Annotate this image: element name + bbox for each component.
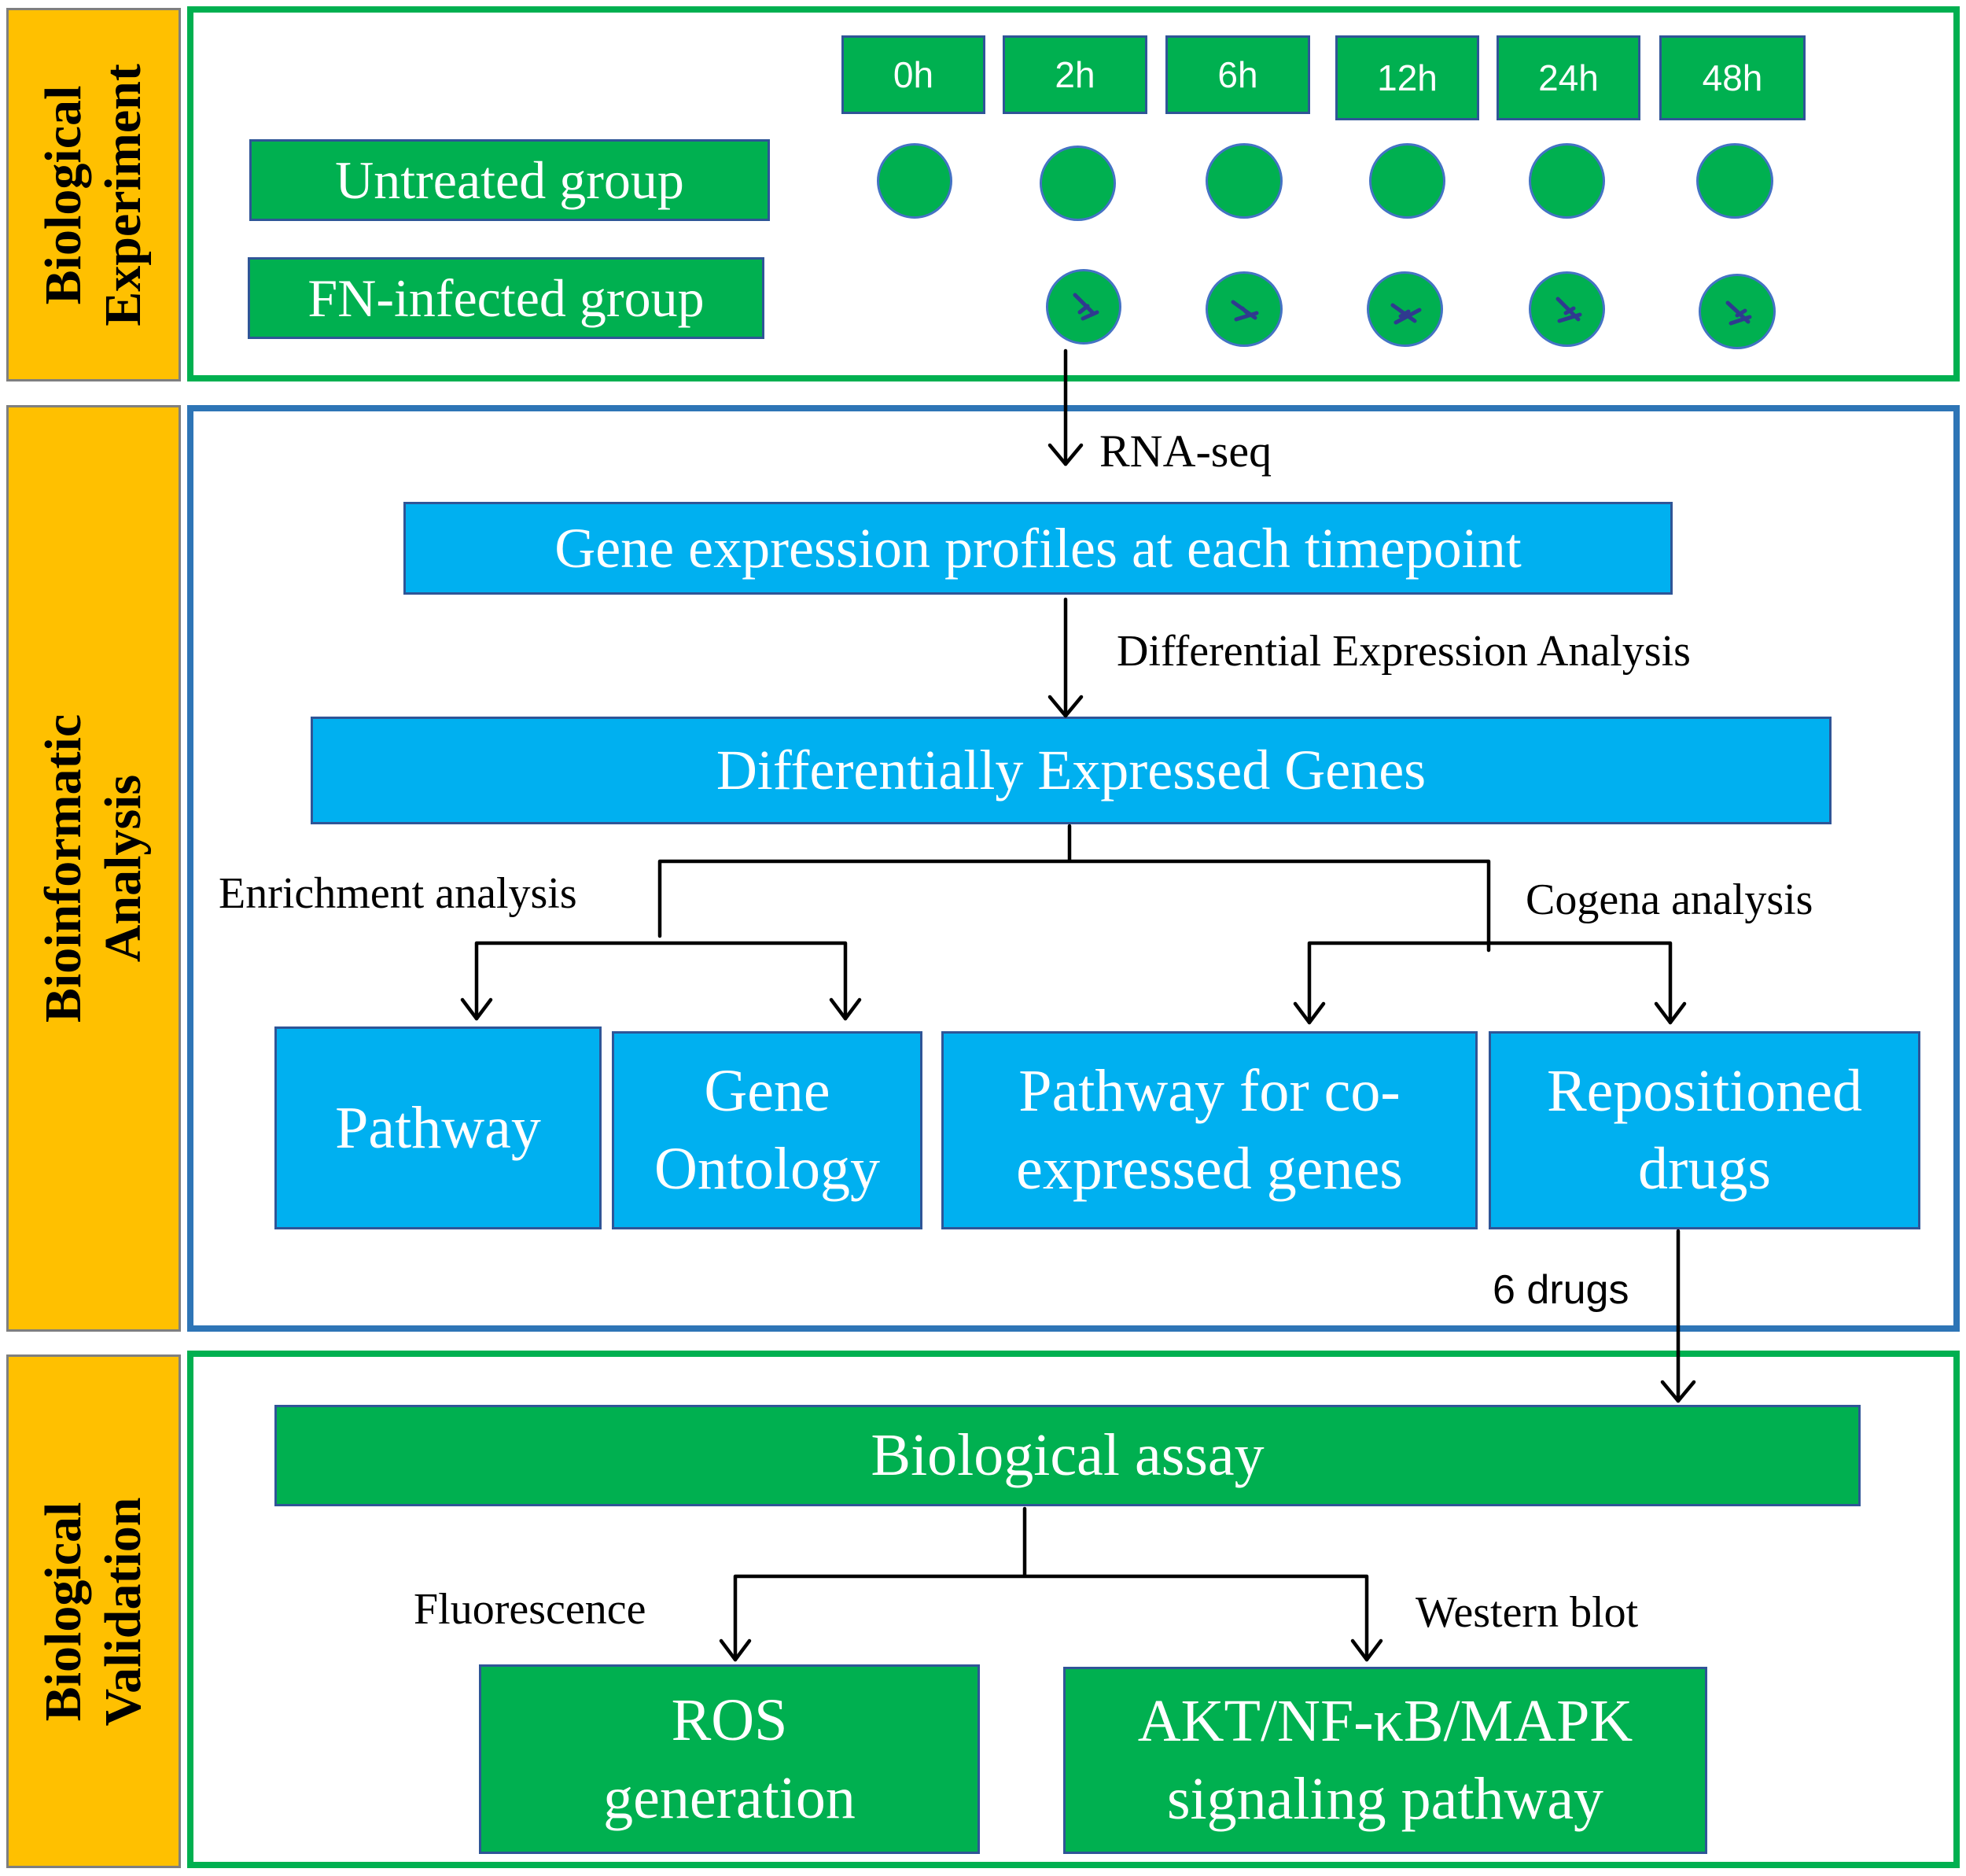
edge-label-western: Western blot — [1416, 1588, 1639, 1637]
arrowhead-akt — [1350, 1638, 1383, 1662]
biological-assay-box: Biological assay — [274, 1405, 1861, 1506]
infected-sample-2h — [1046, 269, 1121, 345]
repositioned-line1: Repositioned — [1546, 1058, 1863, 1125]
gene-ontology-line1: Gene — [704, 1058, 830, 1125]
untreated-sample-6h — [1206, 143, 1283, 219]
timepoint-48h: 48h — [1659, 35, 1806, 120]
pathway-box: Pathway — [274, 1026, 602, 1229]
gene-expression-profiles-box: Gene expression profiles at each timepoi… — [403, 502, 1673, 595]
arrowhead-pathway — [460, 997, 493, 1021]
edge-label-drugs: 6 drugs — [1493, 1267, 1629, 1313]
frame-validation — [187, 1351, 1960, 1868]
enrichment-branch — [474, 941, 848, 1021]
untreated-sample-2h — [1040, 146, 1116, 221]
arrowhead-dea — [1047, 695, 1084, 718]
akt-pathway-box: AKT/NF-κB/MAPK signaling pathway — [1063, 1667, 1707, 1854]
timepoint-12h: 12h — [1335, 35, 1479, 120]
infected-sample-48h — [1699, 274, 1776, 349]
edge-label-cogena: Cogena analysis — [1526, 875, 1813, 924]
untreated-sample-24h — [1529, 143, 1605, 219]
gene-ontology-line2: Ontology — [653, 1136, 881, 1202]
bacterium-icon — [1073, 293, 1099, 321]
untreated-sample-0h — [877, 143, 952, 219]
fn-infected-group-box: FN-infected group — [248, 257, 764, 339]
ros-line1: ROS — [671, 1686, 788, 1753]
untreated-group-box: Untreated group — [249, 139, 770, 221]
ros-line2: generation — [603, 1764, 856, 1831]
bacterium-icon — [1231, 300, 1259, 322]
arrowhead-pathway-coexpressed — [1293, 1001, 1326, 1025]
edge-label-dea: Differential Expression Analysis — [1117, 627, 1691, 676]
infected-sample-12h — [1367, 271, 1443, 347]
timepoint-0h: 0h — [841, 35, 985, 114]
edge-label-fluorescence: Fluorescence — [414, 1585, 646, 1634]
timepoint-6h: 6h — [1165, 35, 1310, 114]
repositioned-line2: drugs — [1638, 1136, 1771, 1202]
frame-analysis — [187, 405, 1960, 1332]
timepoint-24h: 24h — [1497, 35, 1640, 120]
edge-label-enrichment: Enrichment analysis — [219, 869, 577, 918]
untreated-sample-12h — [1369, 143, 1445, 219]
arrowhead-rnaseq — [1047, 443, 1084, 466]
pathway-coexpressed-box: Pathway for co-expressed genes — [941, 1031, 1478, 1229]
pathway-coexpressed-line2: expressed genes — [1016, 1136, 1403, 1202]
timepoint-2h: 2h — [1003, 35, 1147, 114]
arrowhead-drugs — [1660, 1380, 1696, 1403]
ros-generation-box: ROS generation — [479, 1664, 980, 1854]
arrowhead-ros — [719, 1638, 752, 1662]
bacterium-icon — [1725, 300, 1752, 326]
cogena-branch — [1307, 941, 1673, 1025]
akt-line1: AKT/NF-κB/MAPK — [1137, 1688, 1633, 1755]
pathway-coexpressed-line1: Pathway for co- — [1018, 1058, 1401, 1125]
arrowhead-gene-ontology — [829, 997, 862, 1021]
akt-line2: signaling pathway — [1166, 1766, 1604, 1832]
differentially-expressed-genes-box: Differentially Expressed Genes — [311, 717, 1832, 824]
bacterium-icon — [1555, 297, 1582, 323]
infected-sample-24h — [1529, 271, 1605, 347]
edge-label-rnaseq: RNA-seq — [1099, 426, 1272, 477]
arrowhead-repositioned — [1654, 1001, 1687, 1025]
frame-experiment — [187, 6, 1960, 381]
repositioned-drugs-box: Repositioned drugs — [1489, 1031, 1920, 1229]
untreated-sample-48h — [1696, 143, 1773, 219]
bacterium-icon — [1390, 303, 1422, 325]
split-line-degs — [657, 824, 1491, 953]
validation-split — [733, 1506, 1369, 1662]
infected-sample-6h — [1206, 271, 1283, 347]
